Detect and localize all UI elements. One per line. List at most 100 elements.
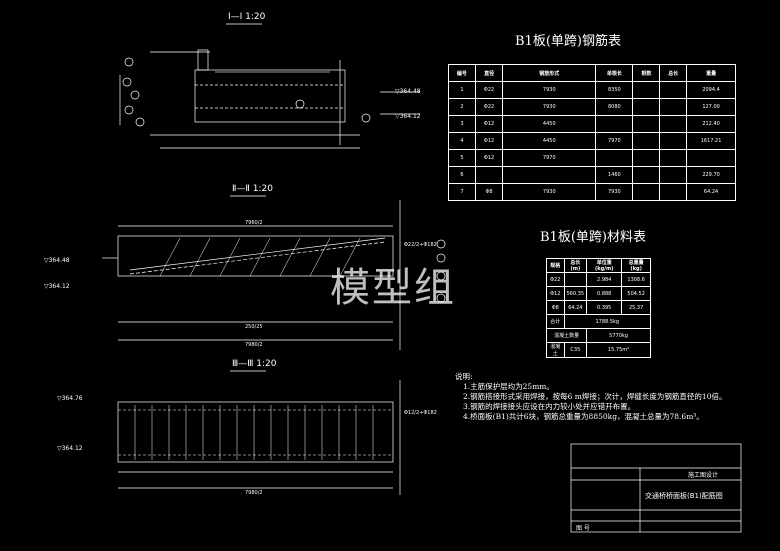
cell: Φ12 <box>474 115 504 133</box>
elev-3-top: ▽364.76 <box>57 395 83 402</box>
mat-col-len: 总长(m) <box>563 258 588 273</box>
cell: 15.75m³ <box>586 342 651 358</box>
dim-top: 7960/2 <box>245 220 263 226</box>
cell <box>659 183 688 201</box>
table-row: 5 Φ12 7970 <box>448 149 736 167</box>
note-item: 1.主筋保护层均为25mm。 <box>463 382 554 391</box>
cell: 229.70 <box>686 166 736 184</box>
shape-cell: 4450 <box>502 132 597 150</box>
rebar-label-2: Φ12/2+Φ182 <box>404 410 437 416</box>
cell: 6 <box>448 166 476 184</box>
rebar-label-1: Φ22/2+Φ182 <box>404 242 437 248</box>
rebar-table-title: B1板(单跨)钢筋表 <box>515 34 621 49</box>
cell: Φ22 <box>474 98 504 116</box>
cell: 64.24 <box>563 300 588 315</box>
cell: 1460 <box>595 166 634 184</box>
cell: 8350 <box>595 81 634 99</box>
table-row: 2 Φ22 7930 8080 127.00 <box>448 98 736 116</box>
cell: 0.888 <box>586 286 623 301</box>
table-row: 1 Φ22 7930 8350 2094.4 <box>448 81 736 99</box>
title-block-sheet-label: 图 号 <box>576 525 590 532</box>
rebar-col-dia: 直径 <box>474 64 504 82</box>
shape-cell: 7930 <box>502 98 597 116</box>
note-item: 3.钢筋的焊接接头应设在内力较小处并应错开布置。 <box>463 402 636 411</box>
cell: Φ12 <box>474 132 504 150</box>
shape-cell: 7930 <box>502 183 597 201</box>
mat-col-wt: 总重量(kg) <box>621 258 651 273</box>
cell: 4 <box>448 132 476 150</box>
cell: Φ12 <box>546 286 565 301</box>
note-item: 4.桥面板(B1)共计6块，钢筋总重量为8850kg，混凝土总量为78.6m³。 <box>463 412 704 421</box>
watermark: 模型组 <box>330 265 456 311</box>
rebar-col-wt: 重量 <box>686 64 736 82</box>
rebar-col-shape: 钢筋形式 <box>502 64 597 82</box>
cell: Φ8 <box>474 183 504 201</box>
elev-1-bot: ▽364.12 <box>395 113 421 120</box>
material-table-title: B1板(单跨)材料表 <box>540 230 646 245</box>
table-row: 7 Φ8 7930 7930 64.24 <box>448 183 736 201</box>
cell: 1617.21 <box>686 132 736 150</box>
mat-col-spec: 规格 <box>546 258 565 273</box>
section-2-title: Ⅱ—Ⅱ 1:20 <box>232 184 273 194</box>
cell <box>632 115 661 133</box>
cell: 0.395 <box>586 300 623 315</box>
cell: 7930 <box>595 183 634 201</box>
notes: 说明: 1.主筋保护层均为25mm。 2.钢筋搭接形式采用焊接，按每6 m焊接；… <box>455 372 755 422</box>
cell <box>595 115 634 133</box>
cell <box>595 149 634 167</box>
dim-d3: 250/25 <box>245 324 263 330</box>
material-table: 规格 总长(m) 单位重(kg/m) 总重量(kg) Φ22 2.984 130… <box>545 258 652 358</box>
title-block-drawing-title: 交通桥桥面板(B1)配筋图 <box>645 492 723 500</box>
cell: 560.35 <box>563 286 588 301</box>
cell: 127.00 <box>686 98 736 116</box>
rebar-col-n: 根数 <box>632 64 661 82</box>
cell: 8080 <box>595 98 634 116</box>
section-3-title: Ⅲ—Ⅲ 1:20 <box>232 359 277 369</box>
shape-cell: 7930 <box>502 81 597 99</box>
dim-bottom: 7980/2 <box>245 342 263 348</box>
cell <box>659 115 688 133</box>
cell <box>632 98 661 116</box>
cell: 合计 <box>546 314 565 329</box>
cell: 64.24 <box>686 183 736 201</box>
cell: 3 <box>448 115 476 133</box>
elev-2-bot: ▽364.12 <box>44 283 70 290</box>
cell: 5770kg <box>586 328 651 343</box>
cell: 7 <box>448 183 476 201</box>
cell: 2 <box>448 98 476 116</box>
elev-1-top: ▽364.48 <box>395 88 421 95</box>
cell <box>632 81 661 99</box>
cell: 212.40 <box>686 115 736 133</box>
cell <box>474 166 504 184</box>
cell: Φ22 <box>474 81 504 99</box>
cell <box>632 149 661 167</box>
cell <box>659 149 688 167</box>
elev-2-top: ▽364.48 <box>44 257 70 264</box>
table-row: 6 1460 229.70 <box>448 166 736 184</box>
rebar-col-len: 单根长 <box>595 64 634 82</box>
table-row: 4 Φ12 4450 7970 1617.21 <box>448 132 736 150</box>
cell <box>659 81 688 99</box>
shape-cell: 4450 <box>502 115 597 133</box>
table-row: Φ22 2.984 1308.6 <box>546 272 651 287</box>
cell: 504.52 <box>621 286 651 301</box>
mat-col-unit: 单位重(kg/m) <box>586 258 623 273</box>
cell: 混凝土 <box>546 342 565 358</box>
section-1-title: I—I 1:20 <box>228 12 266 22</box>
cell: 2.984 <box>586 272 623 287</box>
cell: 5 <box>448 149 476 167</box>
title-block-company: 施工图设计 <box>688 472 719 479</box>
cell <box>563 272 588 287</box>
table-row: 合计 1788.5kg <box>546 314 652 329</box>
cell: C35 <box>563 342 588 358</box>
cell: 7970 <box>595 132 634 150</box>
cell: Φ8 <box>546 300 565 315</box>
cell: Φ12 <box>474 149 504 167</box>
cell: 混凝土数量 <box>545 328 588 343</box>
table-row: 混凝土 C35 15.75m³ <box>546 342 651 358</box>
cell <box>632 183 661 201</box>
cell <box>686 149 736 167</box>
cell: 2094.4 <box>686 81 736 99</box>
elev-3-bot: ▽364.12 <box>57 445 83 452</box>
